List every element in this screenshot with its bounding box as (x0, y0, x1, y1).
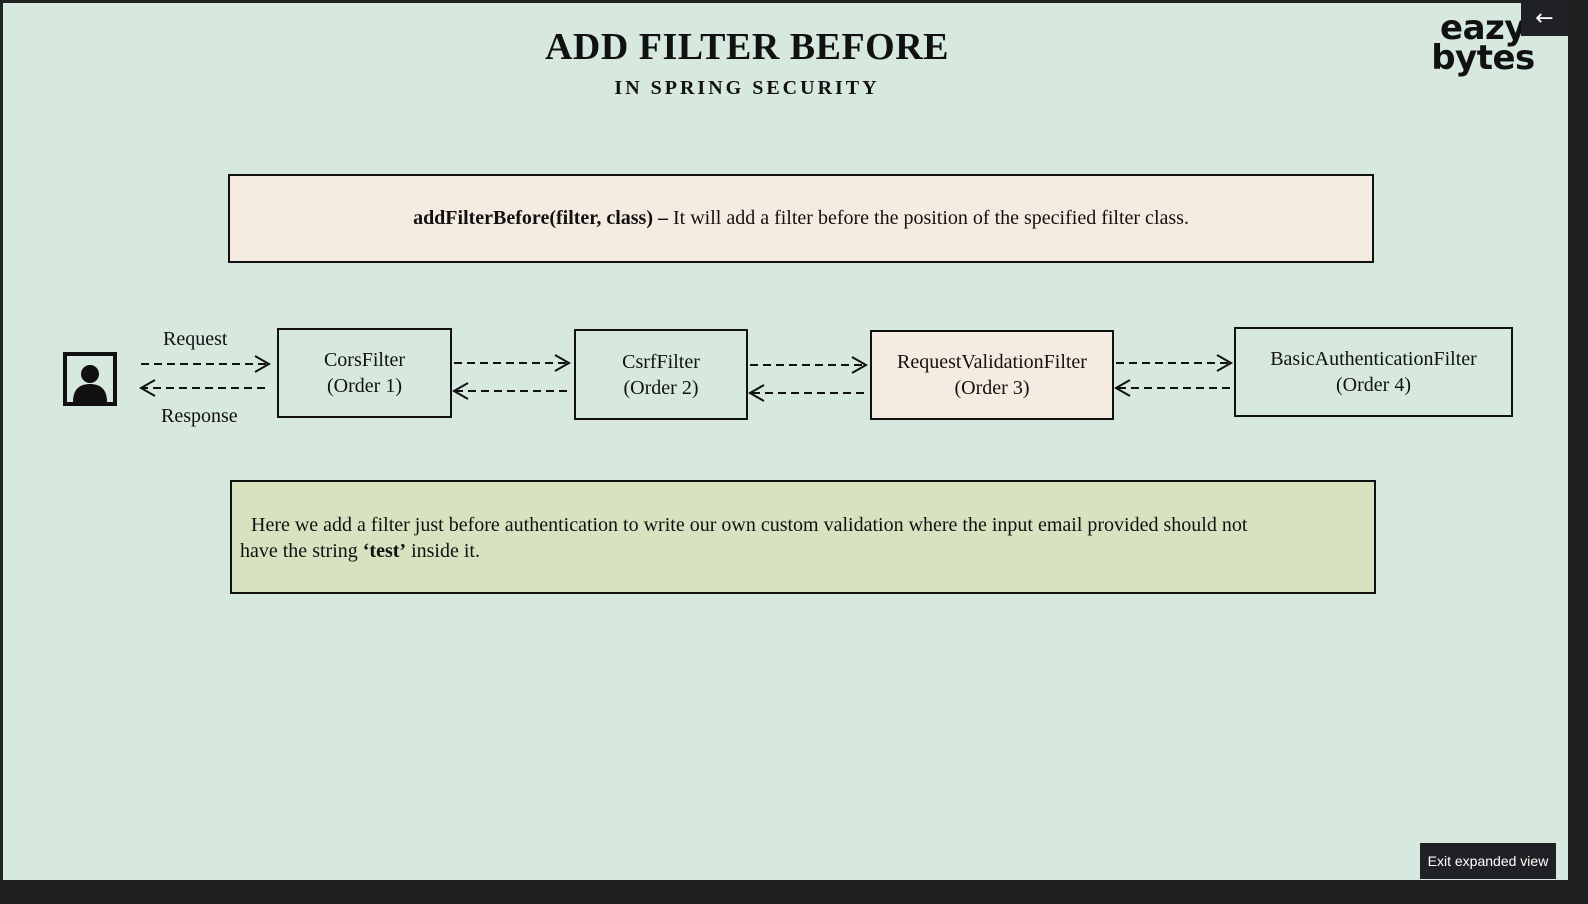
arrow-left-icon[interactable]: ← (1521, 0, 1568, 36)
logo-line-1: eazy (1440, 8, 1526, 48)
filter-order: (Order 1) (327, 375, 402, 397)
response-arrow-4-head (1113, 379, 1131, 397)
filter-name: CorsFilter (323, 349, 406, 371)
filter-name: RequestValidationFilter (897, 351, 1087, 373)
note-text: have the string (240, 540, 363, 562)
filter-order: (Order 2) (623, 376, 699, 399)
note-line-1: Here we add a filter just before authent… (251, 514, 1248, 536)
logo-line-2: bytes (1431, 38, 1535, 78)
exit-expanded-view-button[interactable]: Exit expanded view (1420, 843, 1556, 879)
filter-order: (Order 3) (954, 377, 1030, 399)
filter-name: CsrfFilter (622, 350, 700, 373)
filter-box-basic-authentication: BasicAuthenticationFilter (Order 4) (1234, 327, 1513, 417)
request-arrow-3-head (851, 356, 869, 374)
request-label: Request (163, 328, 228, 350)
slide: ADD FILTER BEFORE IN SPRING SECURITY eaz… (0, 0, 1568, 880)
filter-box-request-validation: RequestValidationFilter (Order 3) (870, 330, 1114, 420)
filter-box-csrf: CsrfFilter (Order 2) (574, 329, 748, 420)
filter-order: (Order 4) (1336, 374, 1411, 396)
filter-name: BasicAuthenticationFilter (1270, 348, 1477, 370)
request-arrow-4-head (1216, 354, 1234, 372)
response-label: Response (161, 405, 238, 427)
note-text-end: inside it. (406, 540, 480, 562)
note-box: Here we add a filter just before authent… (230, 480, 1376, 594)
response-arrow-2-head (451, 382, 469, 400)
definition-box: addFilterBefore(filter, class) – It will… (228, 174, 1374, 263)
flow-arrows (138, 354, 1234, 402)
note-line-2: have the string ‘test’ inside it. (240, 538, 1366, 564)
request-arrow-2-head (554, 354, 572, 372)
eazybytes-logo: eazy bytes (1423, 8, 1543, 78)
response-arrow-3-head (747, 384, 765, 402)
definition-method: addFilterBefore(filter, class) – (413, 207, 668, 229)
slide-title: ADD FILTER BEFORE (544, 26, 950, 68)
user-silhouette-icon (63, 352, 117, 406)
filter-box-cors: CorsFilter (Order 1) (277, 328, 452, 418)
note-bold-term: ‘test’ (362, 540, 407, 562)
slide-subtitle: IN SPRING SECURITY (614, 77, 880, 99)
definition-text: It will add a filter before the position… (668, 207, 1189, 229)
request-arrow-1-head (254, 355, 272, 373)
response-arrow-1-head (138, 379, 156, 397)
